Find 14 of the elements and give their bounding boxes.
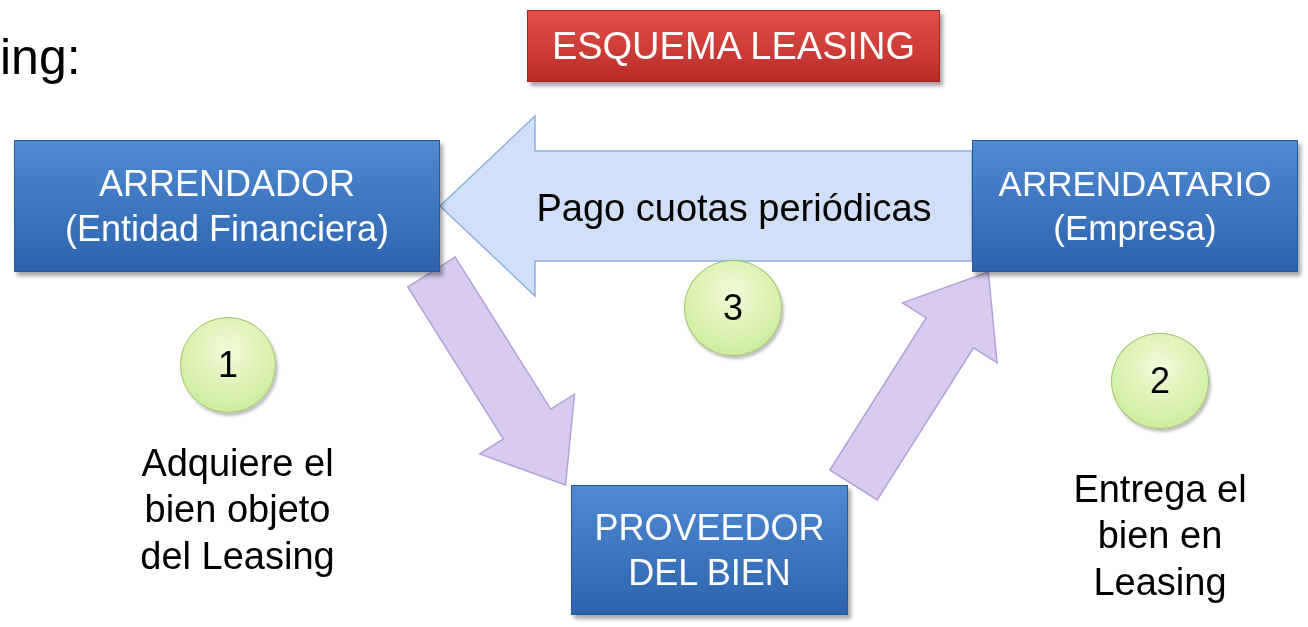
heading-text: ing:	[0, 28, 81, 86]
step-number-circle: 1	[180, 317, 276, 413]
step-number-circle: 2	[1111, 333, 1209, 429]
block-arrow	[438, 114, 973, 298]
block-arrow	[828, 270, 998, 502]
party-box: PROVEEDOR DEL BIEN	[571, 485, 848, 615]
step-number-circle: 3	[684, 260, 782, 356]
party-box: ARRENDATARIO (Empresa)	[972, 140, 1298, 272]
step-description: Adquiere el bien objeto del Leasing	[139, 441, 336, 579]
party-box: ARRENDADOR (Entidad Financiera)	[14, 140, 440, 272]
block-arrow	[406, 256, 576, 487]
step-description: Entrega el bien en Leasing	[1072, 467, 1248, 605]
edge-label: Pago cuotas periódicas	[536, 186, 932, 230]
title-banner: ESQUEMA LEASING	[527, 10, 940, 82]
